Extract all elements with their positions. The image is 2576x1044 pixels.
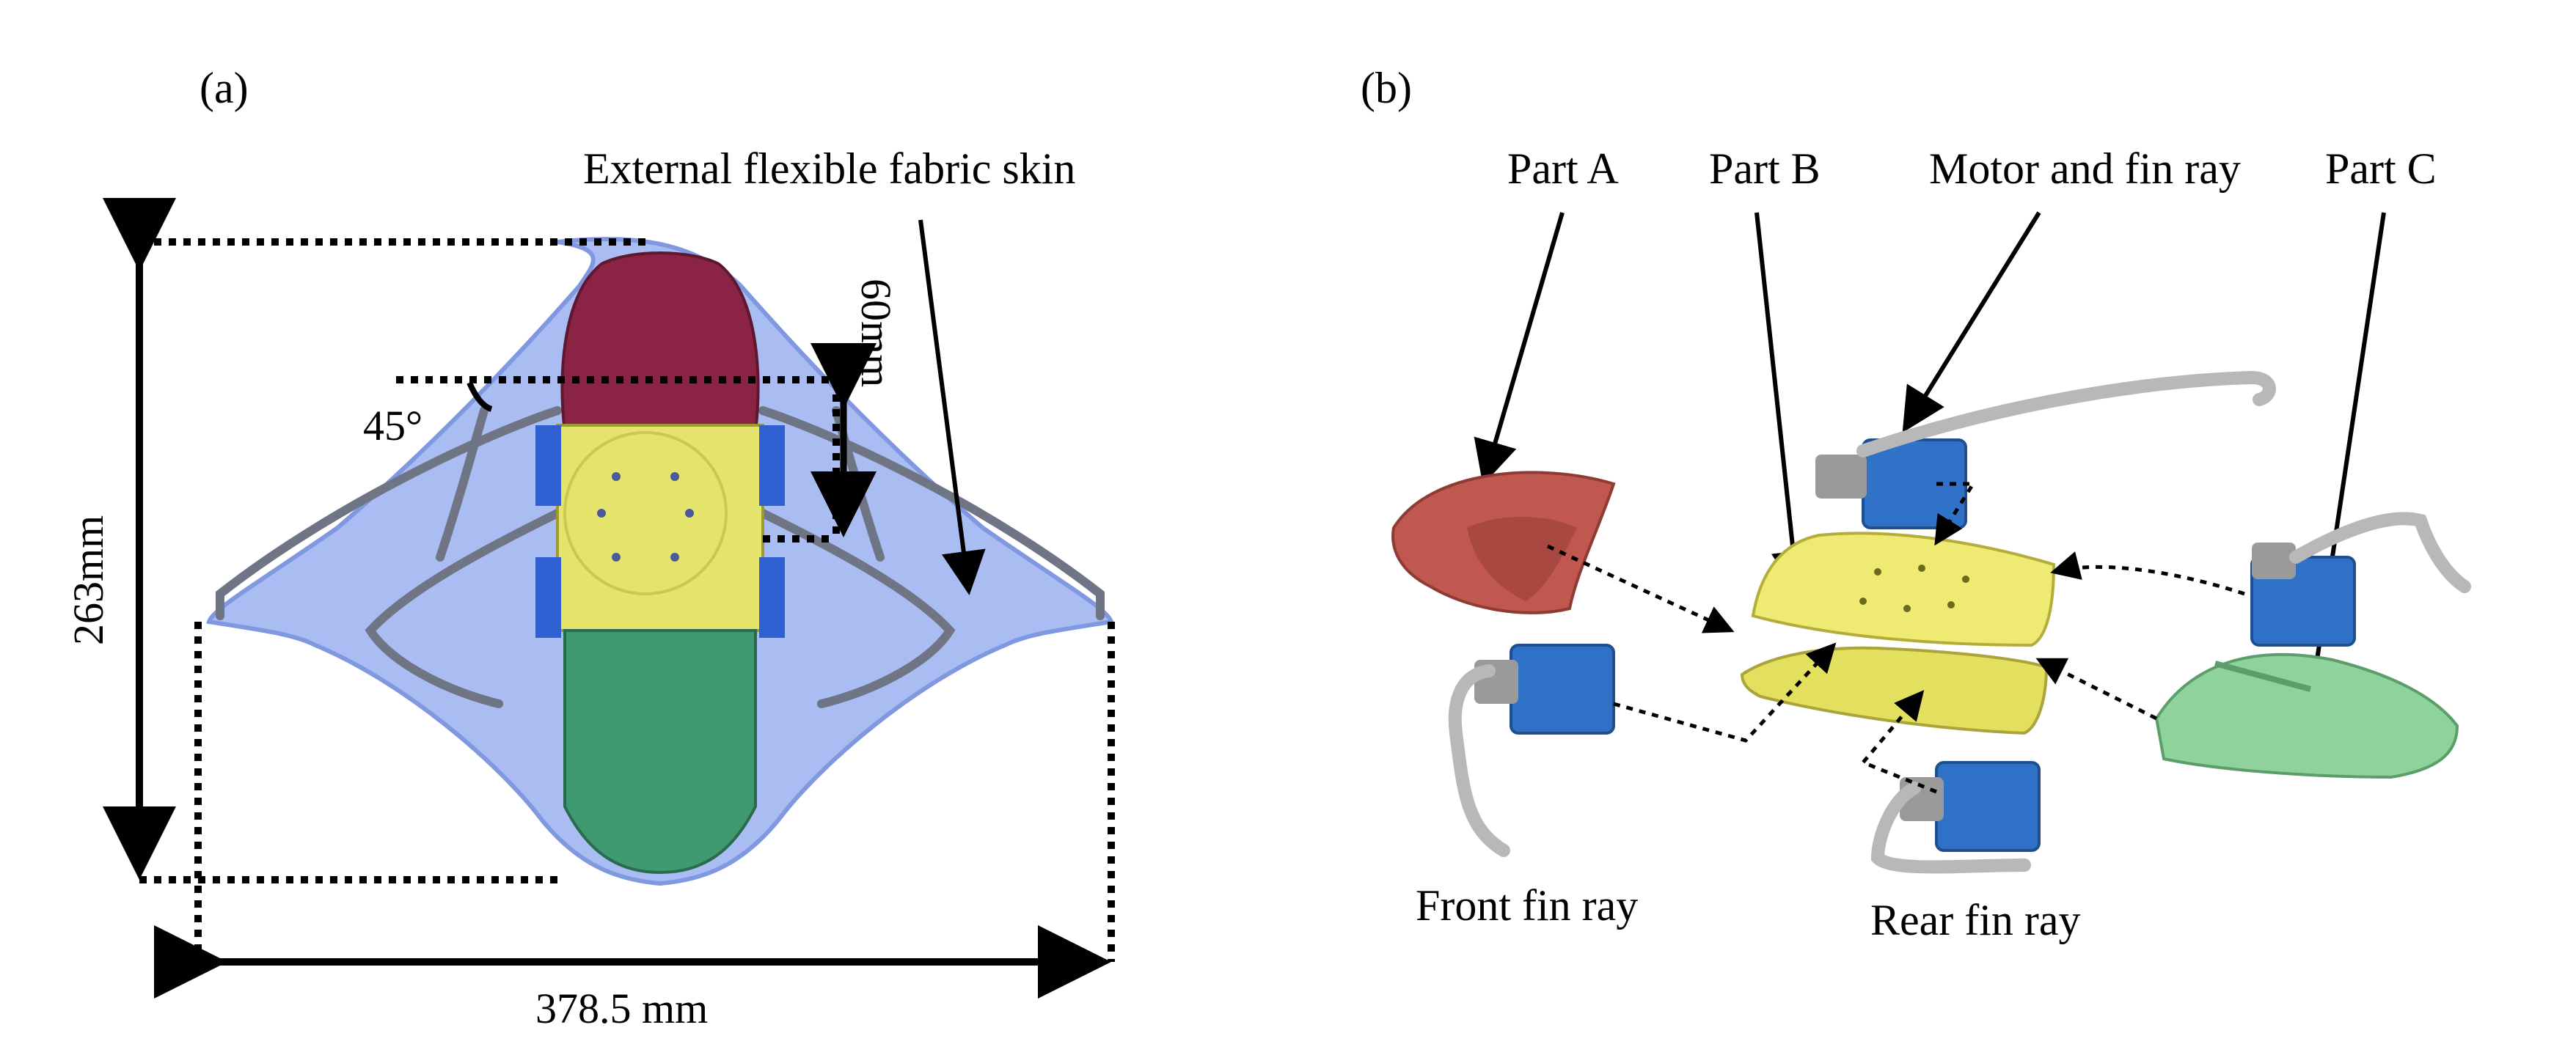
screw-holes — [597, 472, 694, 562]
skin-pointer-arrow — [918, 219, 986, 595]
rear-fin-label: Rear fin ray — [1870, 896, 2081, 944]
part-a-label: Part A — [1507, 144, 1619, 193]
motor-front — [1474, 644, 1615, 735]
panel-a: (a) — [65, 64, 1115, 1032]
motor-label: Motor and fin ray — [1929, 144, 2241, 193]
angle-arc — [466, 381, 493, 412]
motor-brackets-top-view — [535, 425, 785, 638]
panel-a-label: (a) — [200, 64, 249, 112]
mid-body-section — [556, 424, 764, 632]
motor-rear — [1900, 761, 2041, 852]
fin-spacing-label: 60mm — [852, 279, 900, 387]
width-label: 378.5 mm — [535, 985, 708, 1032]
part-c-shell — [2154, 652, 2459, 779]
part-b-bottom-plate — [1740, 646, 2049, 735]
front-fin-label: Front fin ray — [1416, 881, 1638, 930]
head-section — [560, 251, 760, 434]
tail-section — [563, 629, 757, 875]
motor-upper — [1815, 438, 1967, 529]
part-c-slot — [2214, 661, 2312, 692]
part-c-label: Part C — [2325, 144, 2437, 193]
part-b-holes — [1859, 565, 1969, 612]
assembly-dotted-arrows — [1546, 482, 2245, 794]
height-label: 263mm — [65, 515, 112, 645]
motor-right — [2250, 543, 2356, 647]
panel-b-label: (b) — [1361, 64, 1412, 112]
mid-body-disc — [563, 431, 728, 595]
panel-b: (b) Part A Part B Motor and fin ray Part… — [1361, 64, 2471, 944]
part-a-inner — [1467, 517, 1577, 601]
part-b-top-plate — [1751, 532, 2056, 647]
part-b-label: Part B — [1709, 144, 1821, 193]
fin-rays-exploded — [1448, 370, 2471, 874]
angle-label: 45° — [363, 402, 422, 449]
skin-label: External flexible fabric skin — [583, 144, 1075, 193]
